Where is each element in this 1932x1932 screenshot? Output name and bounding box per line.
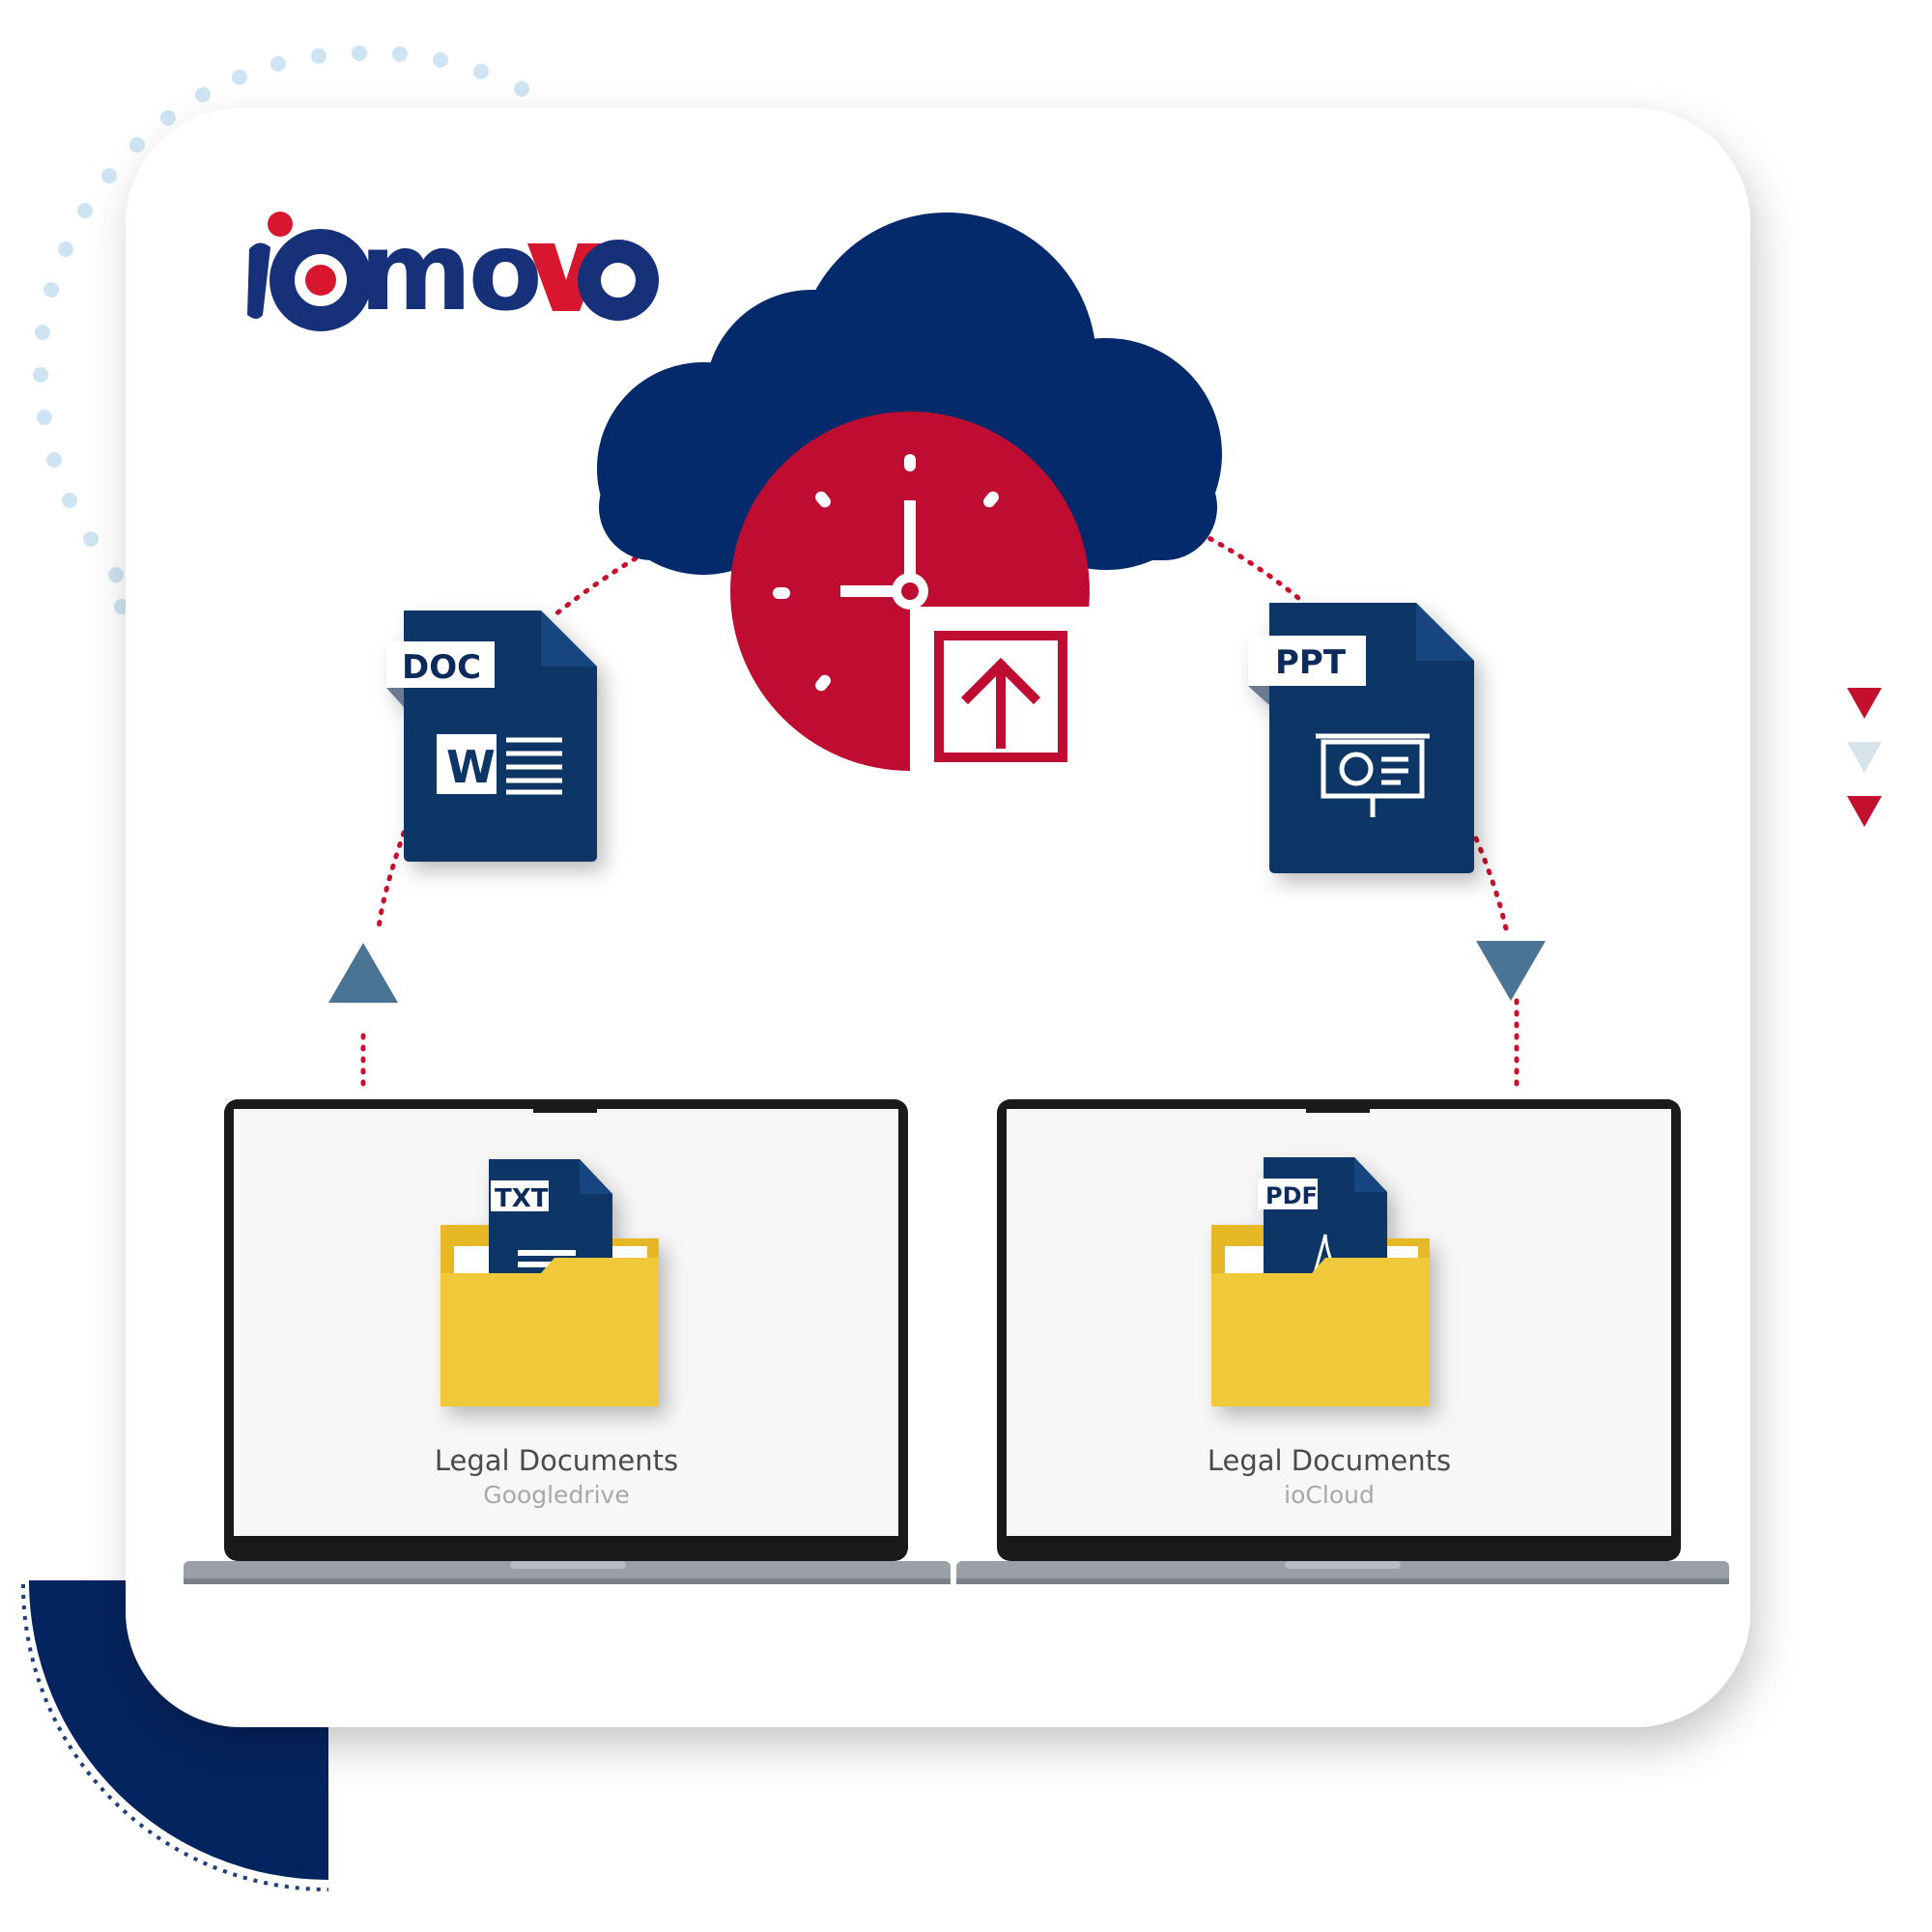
svg-text:mo: mo [359, 210, 539, 335]
word-icon: W [437, 734, 562, 795]
txt-tag: TXT [495, 1184, 549, 1213]
ppt-file: PPT [1248, 603, 1474, 873]
decor-triangles [1847, 688, 1882, 827]
ppt-tag: PPT [1275, 643, 1347, 682]
folder-iocloud: PDF [1211, 1157, 1430, 1406]
upload-arrow-icon [929, 626, 1072, 767]
pdf-tag: PDF [1265, 1182, 1318, 1209]
folder-name-1: Legal Documents [435, 1444, 678, 1477]
down-arrow-icon [1476, 941, 1546, 1001]
dotted-connectors [360, 530, 1520, 1094]
presentation-icon [1316, 733, 1430, 817]
up-arrow-icon [328, 943, 398, 1003]
source-name-1: Googledrive [483, 1481, 629, 1509]
doc-file: DOC W [386, 611, 597, 862]
doc-tag: DOC [402, 648, 481, 687]
iomovo-logo: mo [247, 210, 659, 335]
svg-text:W: W [446, 741, 496, 793]
source-name-2: ioCloud [1284, 1481, 1375, 1509]
folder-name-2: Legal Documents [1208, 1444, 1451, 1477]
folder-googledrive: TXT [440, 1159, 659, 1406]
decor-dotted-arc-top [33, 45, 529, 614]
